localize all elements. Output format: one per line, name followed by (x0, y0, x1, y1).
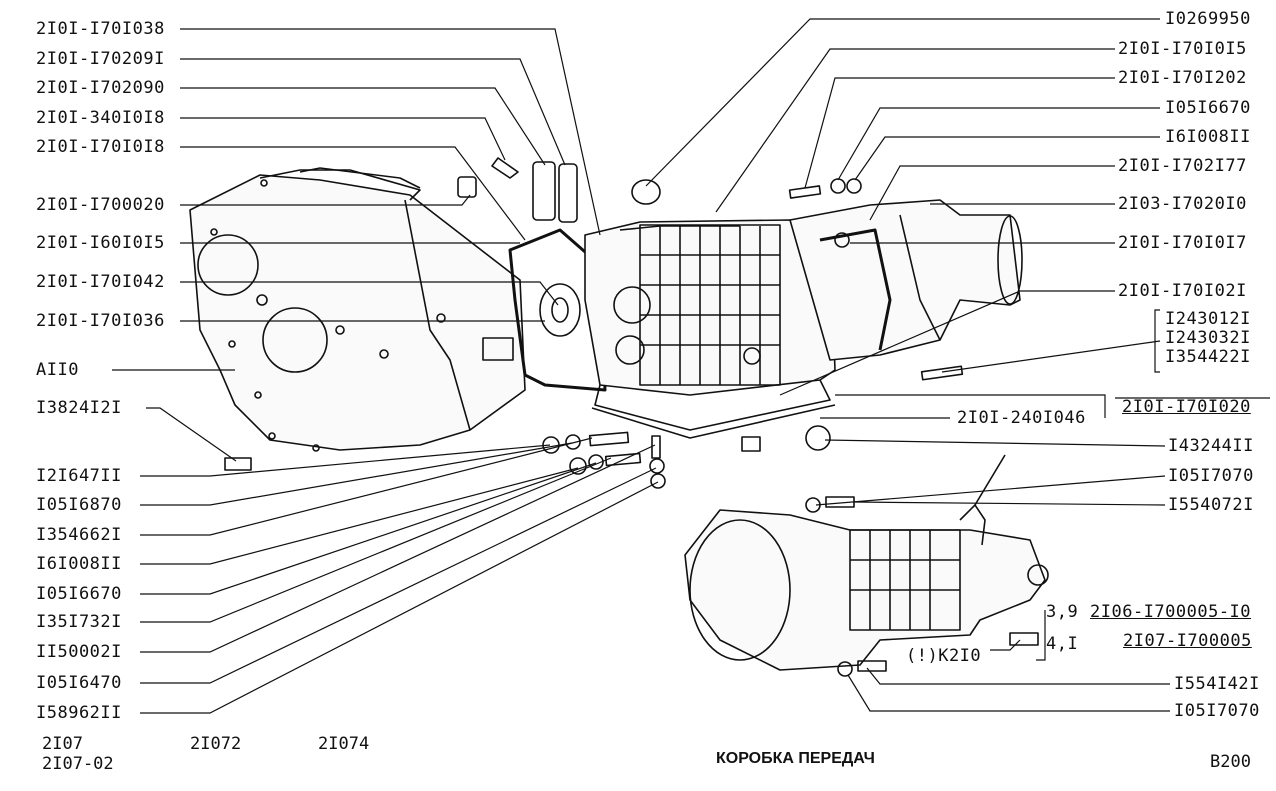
part-label-left-4: 2I0I-340I0I8 (36, 108, 165, 128)
assembled-transmission-drawing (684, 454, 1049, 671)
part-label-left-10: AII0 (36, 360, 79, 380)
part-label-left-11: I3824I2I (36, 398, 122, 418)
part-label-right-7: 2I03-I7020I0 (1118, 194, 1247, 214)
lever-drawing (532, 161, 556, 221)
gear-ratio-1: 3,9 (1046, 602, 1079, 622)
washer2-label: I05I7070 (1174, 701, 1260, 721)
bolt-label: I554072I (1168, 495, 1254, 515)
assembly-number-2: 2I07-I700005 (1123, 631, 1252, 651)
model-21074: 2I074 (318, 734, 370, 754)
sheet-number: B200 (1210, 752, 1251, 772)
washer-label: I05I7070 (1168, 466, 1254, 486)
plug-drawing (457, 176, 477, 198)
part-label-left-19: I05I6470 (36, 673, 122, 693)
part-label-left-8: 2I0I-I70I042 (36, 272, 165, 292)
part-label-left-12: I2I647II (36, 466, 122, 486)
part-label-left-3: 2I0I-I702090 (36, 78, 165, 98)
leader-lines (112, 18, 1270, 714)
part-label-left-16: I05I6670 (36, 584, 122, 604)
part-label-right-6: 2I0I-I702I77 (1118, 156, 1247, 176)
bracket-label-2: I243032I (1165, 328, 1251, 348)
assembly-number-1: 2I06-I700005-I0 (1090, 602, 1252, 622)
part-label-right-3: 2I0I-I70I202 (1118, 68, 1247, 88)
part-label-left-14: I354662I (36, 525, 122, 545)
part-label-left-15: I6I008II (36, 554, 122, 574)
part-label-left-6: 2I0I-I700020 (36, 195, 165, 215)
clutch-housing-drawing (189, 167, 526, 452)
spring-drawing (558, 163, 578, 223)
part-label-right-1: I0269950 (1165, 9, 1251, 29)
model-21072: 2I072 (190, 734, 242, 754)
rear-extension-drawing (789, 199, 1023, 361)
part-label-left-1: 2I0I-I70I038 (36, 19, 165, 39)
part-label-left-20: I58962II (36, 703, 122, 723)
part-label-left-7: 2I0I-I60I0I5 (36, 233, 165, 253)
cap-drawing (631, 179, 661, 205)
part-label-left-18: II50002I (36, 642, 122, 662)
part-label-right-8: 2I0I-I70I0I7 (1118, 233, 1247, 253)
model-2107: 2I07 (42, 734, 83, 754)
input-bearing-cover (539, 283, 581, 337)
diagram-title: КОРОБКА ПЕРЕДАЧ (716, 750, 875, 767)
part-label-left-5: 2I0I-I70I0I8 (36, 137, 165, 157)
oil-pan-alt-label: 2I0I-I70I020 (1122, 397, 1251, 417)
part-label-right-5: I6I008II (1165, 127, 1251, 147)
part-label-left-13: I05I6870 (36, 495, 122, 515)
part-label-left-2: 2I0I-I70209I (36, 49, 165, 69)
part-label-right-2: 2I0I-I70I0I5 (1118, 39, 1247, 59)
drain-plug-label: I43244II (1168, 436, 1254, 456)
part-label-left-9: 2I0I-I70I036 (36, 311, 165, 331)
oil-pan-label: 2I0I-240I046 (957, 408, 1086, 428)
gearbox-case-drawing (584, 219, 836, 439)
part-label-left-17: I35I732I (36, 612, 122, 632)
bracket-label-3: I354422I (1165, 347, 1251, 367)
gear-ratio-2: 4,I (1046, 634, 1079, 654)
bracket-label-1: I243012I (1165, 309, 1251, 329)
gasket-front (508, 228, 607, 392)
part-label-right-4: I05I6670 (1165, 98, 1251, 118)
pin-drawing (491, 157, 519, 179)
bolt2-label: I554I42I (1174, 674, 1260, 694)
model-2107-02: 2I07-02 (42, 754, 114, 774)
part-label-right-9: 2I0I-I70I02I (1118, 281, 1247, 301)
switch-label: (!)K2I0 (906, 646, 982, 666)
